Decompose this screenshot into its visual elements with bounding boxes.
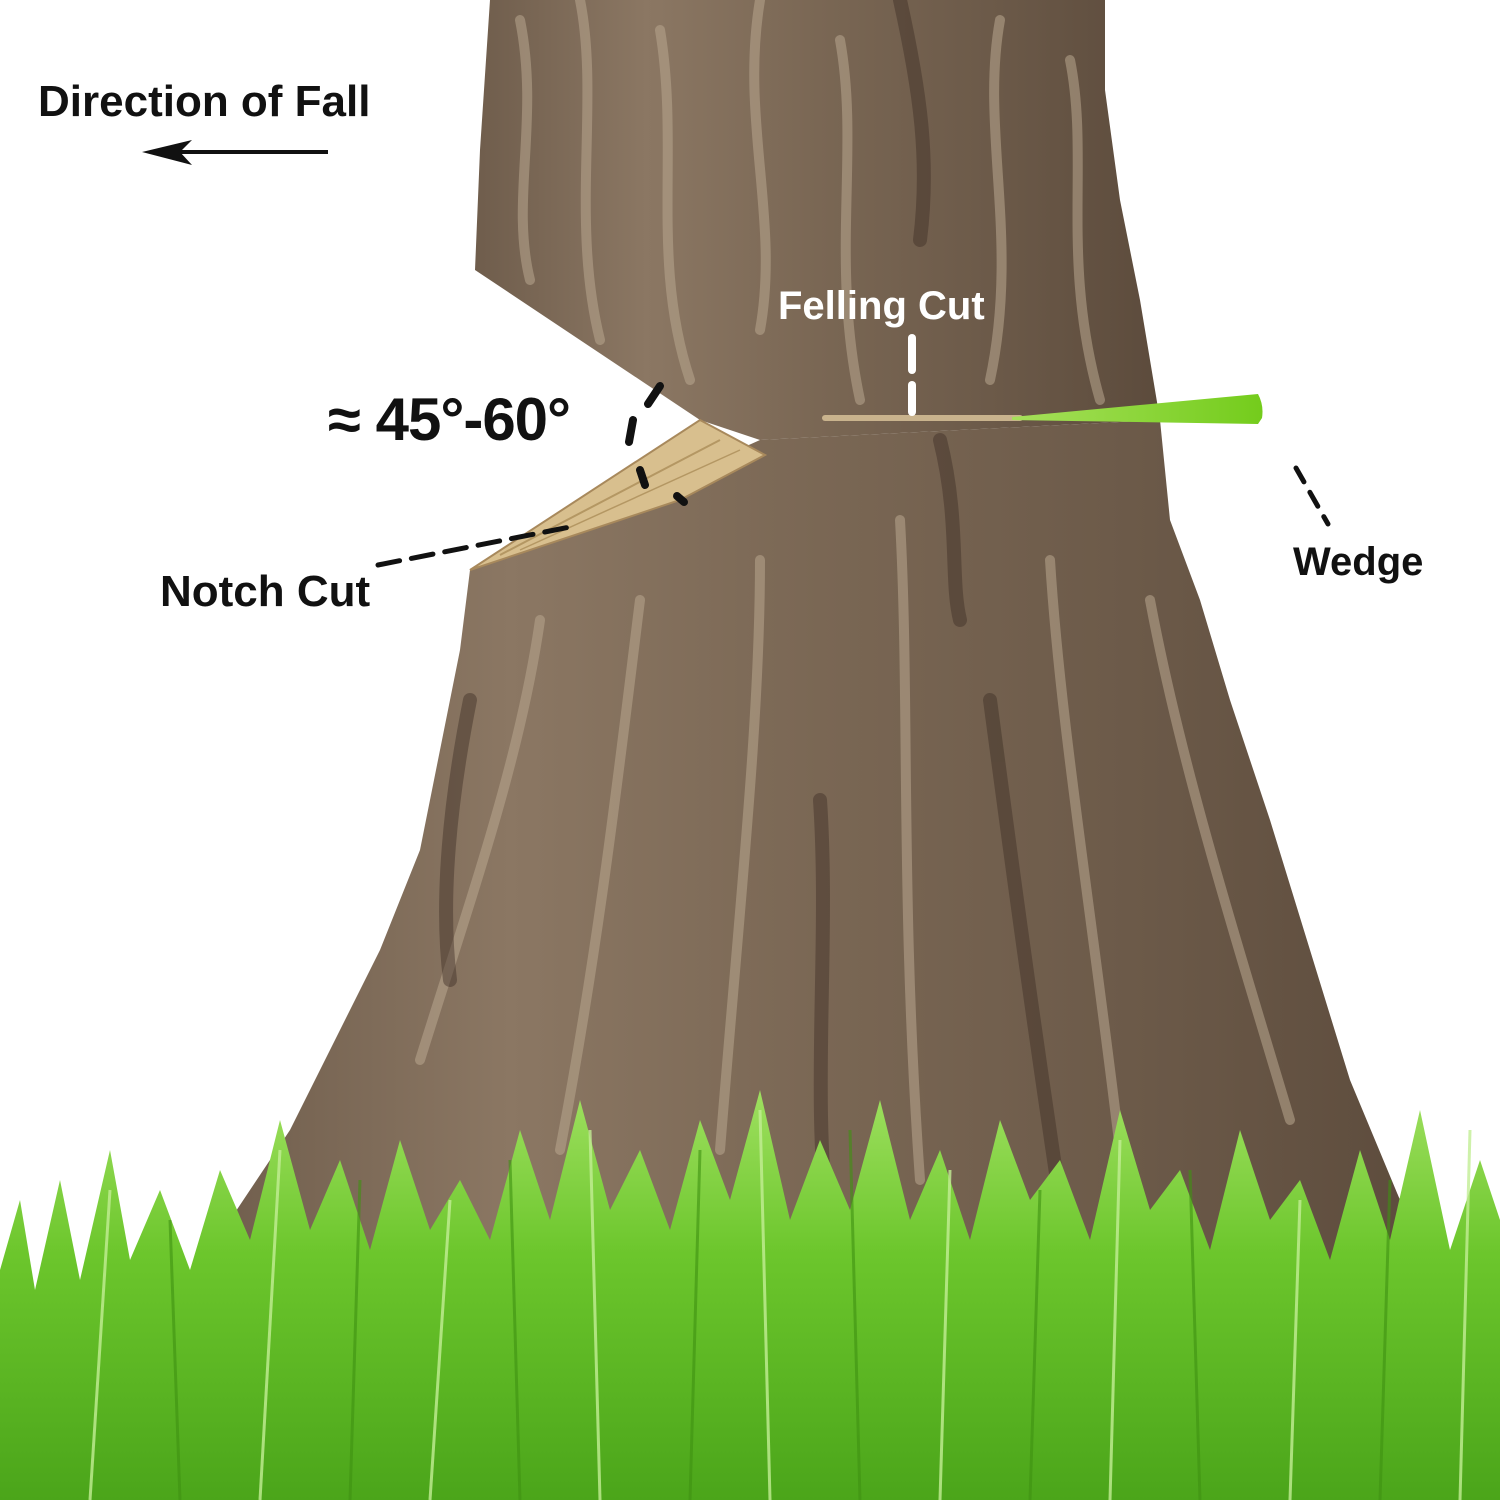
felling-cut-label: Felling Cut — [778, 284, 985, 328]
grass — [0, 1090, 1500, 1500]
direction-of-fall-label: Direction of Fall — [38, 77, 371, 126]
notch-angle-label: ≈ 45°-60° — [328, 386, 571, 453]
arrow-left-icon — [142, 140, 328, 165]
angle-arc — [625, 382, 688, 506]
tree-trunk — [200, 0, 1440, 1300]
wedge-pointer — [1293, 465, 1331, 527]
notch-cut-pointer — [375, 524, 573, 568]
wedge-shape — [1012, 394, 1263, 424]
notch-cut-label: Notch Cut — [160, 567, 371, 616]
wedge-label: Wedge — [1293, 540, 1424, 584]
